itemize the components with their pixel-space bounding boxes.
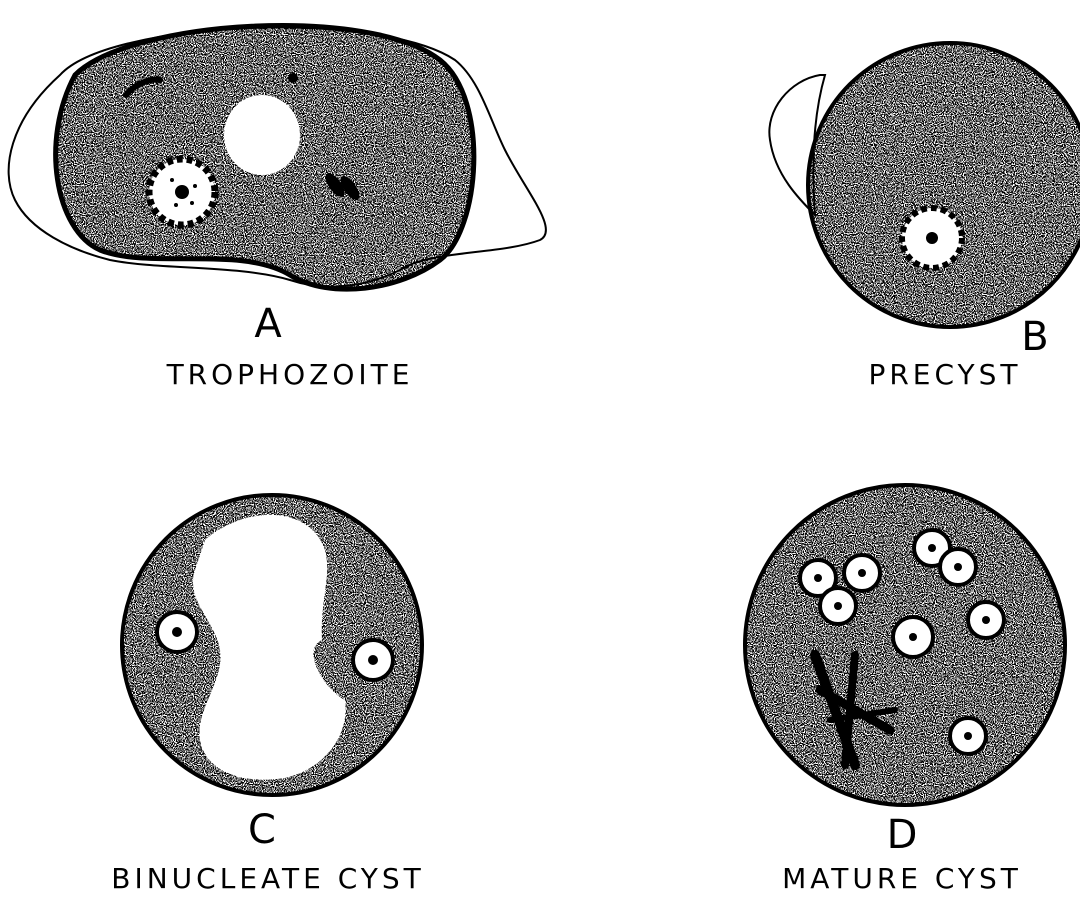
nucleus-icon [893,617,933,657]
nucleus-icon [820,588,856,624]
panel-letter-d: D [887,812,918,858]
nucleus-icon [844,555,880,591]
inclusion-dot [288,73,298,83]
panel-letter-a: A [254,301,282,347]
caption-trophozoite: TROPHOZOITE [166,358,414,391]
nucleus-icon [940,549,976,585]
caption-mature-cyst: MATURE CYST [782,862,1022,895]
caption-precyst: PRECYST [868,358,1021,391]
panel-letter-b: B [1021,314,1048,360]
nucleus-icon [149,159,215,225]
nucleus-icon [950,718,986,754]
vacuole [224,95,300,175]
nucleus-icon [968,602,1004,638]
nucleus-icon [157,612,197,652]
caption-binucleate-cyst: BINUCLEATE CYST [111,862,424,895]
nucleus-icon [353,640,393,680]
nucleus-icon [902,208,962,268]
panel-letter-c: C [248,807,276,853]
